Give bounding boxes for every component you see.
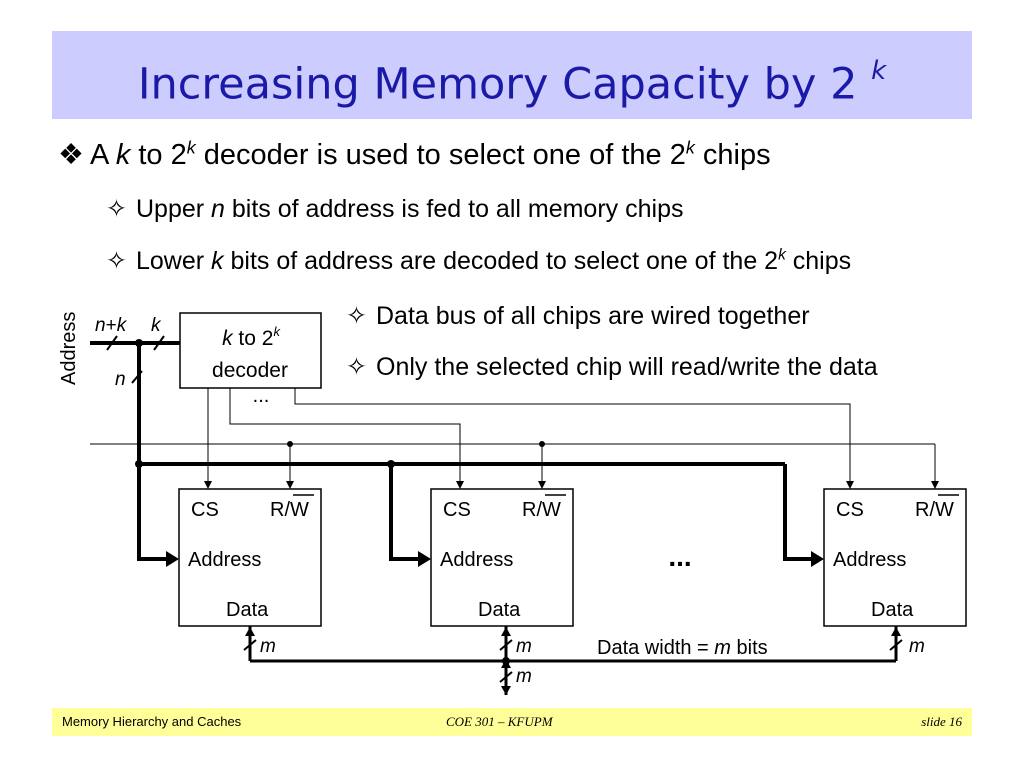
bullet-upper-bits: ✧Upper n bits of address is fed to all m… [106, 195, 684, 223]
slide-title: Increasing Memory Capacity by 2 k [137, 56, 887, 110]
bullet-data-bus: ✧Data bus of all chips are wired togethe… [346, 302, 810, 330]
arrow-addr-chip1 [166, 551, 179, 567]
footer-course: COE 301 – KFUPM [446, 714, 553, 729]
arrow-data-down-out [501, 686, 511, 695]
memory-chip-3: CS R/W Address Data [823, 488, 967, 627]
decoder-word: decoder [212, 359, 288, 382]
m-label-out: m [516, 666, 532, 687]
m-slash-out [499, 671, 513, 683]
m-label-chip3: m [909, 636, 925, 657]
cs-line-chip3 [294, 388, 851, 481]
chip-address-label: Address [188, 549, 261, 571]
decoder-box [179, 312, 322, 389]
m-slash-chip1 [243, 639, 257, 651]
star-bullet-icon: ✧ [106, 195, 127, 223]
addr-wire-chip2 [389, 464, 419, 561]
arrow-rw-chip3 [931, 481, 939, 489]
arrow-rw-chip2 [538, 481, 546, 489]
decoder-dots: ... [253, 385, 270, 407]
title-band [52, 31, 972, 119]
decoder-label: k to 2k [222, 324, 281, 350]
k-label: k [151, 315, 162, 336]
footer-slide-number: slide 16 [921, 714, 962, 729]
m-slash-chip2 [499, 639, 513, 651]
addr-wire-chip3 [783, 464, 812, 561]
star-bullet-icon: ✧ [346, 302, 367, 330]
footer-course-topic: Memory Hierarchy and Caches [62, 714, 242, 729]
chip-address-label: Address [440, 549, 513, 571]
arrow-cs-chip2 [456, 481, 464, 489]
address-axis-label: Address [58, 312, 80, 385]
arrow-data-up-chip1 [245, 627, 255, 636]
chip-data-label: Data [226, 599, 269, 621]
memory-chip-2: CS R/W Address Data [430, 488, 574, 627]
bullet-lower-bits: ✧Lower k bits of address are decoded to … [106, 246, 852, 275]
bullet-decoder: ❖A k to 2k decoder is used to select one… [58, 137, 771, 171]
arrow-cs-chip3 [846, 481, 854, 489]
m-label-chip1: m [260, 636, 276, 657]
chip-data-label: Data [871, 599, 914, 621]
nk-slash [106, 335, 118, 351]
arrow-rw-chip1 [286, 481, 294, 489]
star-bullet-icon: ✧ [106, 247, 127, 275]
chip-cs-label: CS [836, 499, 864, 521]
arrow-addr-chip3 [811, 551, 824, 567]
diamond-bullet-icon: ❖ [58, 139, 84, 171]
star-bullet-icon: ✧ [346, 353, 367, 381]
chip-address-label: Address [833, 549, 906, 571]
chip-rw-label: R/W [522, 499, 561, 521]
chip-cs-label: CS [191, 499, 219, 521]
arrow-data-up-out [501, 659, 511, 668]
bullet-selected-chip: ✧Only the selected chip will read/write … [346, 353, 878, 381]
data-width-label: Data width = m bits [597, 637, 768, 659]
chip-rw-label: R/W [915, 499, 954, 521]
arrow-data-up-chip3 [891, 627, 901, 636]
n-label: n [115, 369, 126, 390]
arrow-cs-chip1 [204, 481, 212, 489]
addr-wire-chip1 [137, 464, 167, 561]
chip-data-label: Data [478, 599, 521, 621]
footer-band [52, 708, 972, 736]
chip-rw-label: R/W [270, 499, 309, 521]
arrow-addr-chip2 [418, 551, 431, 567]
nk-label: n+k [95, 315, 128, 336]
chip-cs-label: CS [443, 499, 471, 521]
k-slash [153, 335, 165, 351]
m-label-chip2: m [516, 636, 532, 657]
cs-line-chip2 [229, 388, 461, 481]
arrow-data-up-chip2 [501, 627, 511, 636]
memory-chip-1: CS R/W Address Data [178, 488, 322, 627]
m-slash-chip3 [889, 639, 903, 651]
chip-dots: ... [668, 541, 691, 572]
